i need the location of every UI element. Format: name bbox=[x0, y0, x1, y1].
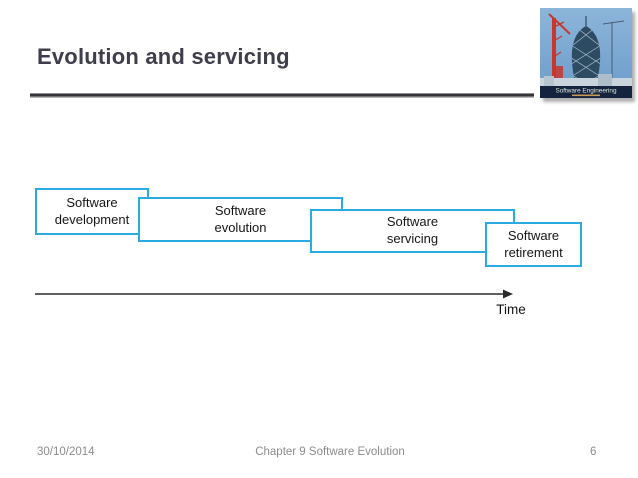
time-axis bbox=[30, 285, 522, 303]
stage-label-line: evolution bbox=[214, 219, 267, 235]
cover-red-crane bbox=[548, 13, 571, 80]
stage-box-evolution: Software evolution bbox=[138, 197, 343, 242]
stage-box-servicing: Software servicing bbox=[310, 209, 515, 253]
slide-title: Evolution and servicing bbox=[37, 44, 290, 69]
stage-box-development: Software development bbox=[35, 188, 149, 235]
arrowhead-icon bbox=[503, 289, 513, 299]
stage-label-line: Software bbox=[386, 214, 439, 230]
cover-title-band bbox=[540, 86, 632, 98]
stage-label-line: Software bbox=[66, 194, 118, 210]
cover-base-buildings bbox=[540, 78, 632, 86]
title-divider bbox=[30, 93, 534, 98]
stage-label-line: servicing bbox=[386, 231, 439, 246]
cover-title-text: Software Engineering bbox=[555, 88, 617, 95]
time-arrow bbox=[35, 289, 513, 299]
footer-page-number: 6 bbox=[590, 446, 597, 458]
time-axis-label: Time bbox=[496, 302, 526, 317]
stage-box-retirement: Software retirement bbox=[485, 222, 582, 267]
book-cover-art: Software Engineering bbox=[540, 8, 632, 98]
footer-date: 30/10/2014 bbox=[37, 446, 95, 458]
stage-label-line: development bbox=[54, 211, 130, 227]
stage-label-line: Software bbox=[214, 202, 267, 218]
book-cover-image: Software Engineering bbox=[540, 8, 632, 98]
footer-chapter-text: Chapter 9 Software Evolution bbox=[255, 446, 405, 458]
stage-label-line: Software bbox=[507, 227, 560, 243]
stage-label-line: retirement bbox=[504, 244, 563, 260]
cover-author-line bbox=[572, 94, 600, 97]
